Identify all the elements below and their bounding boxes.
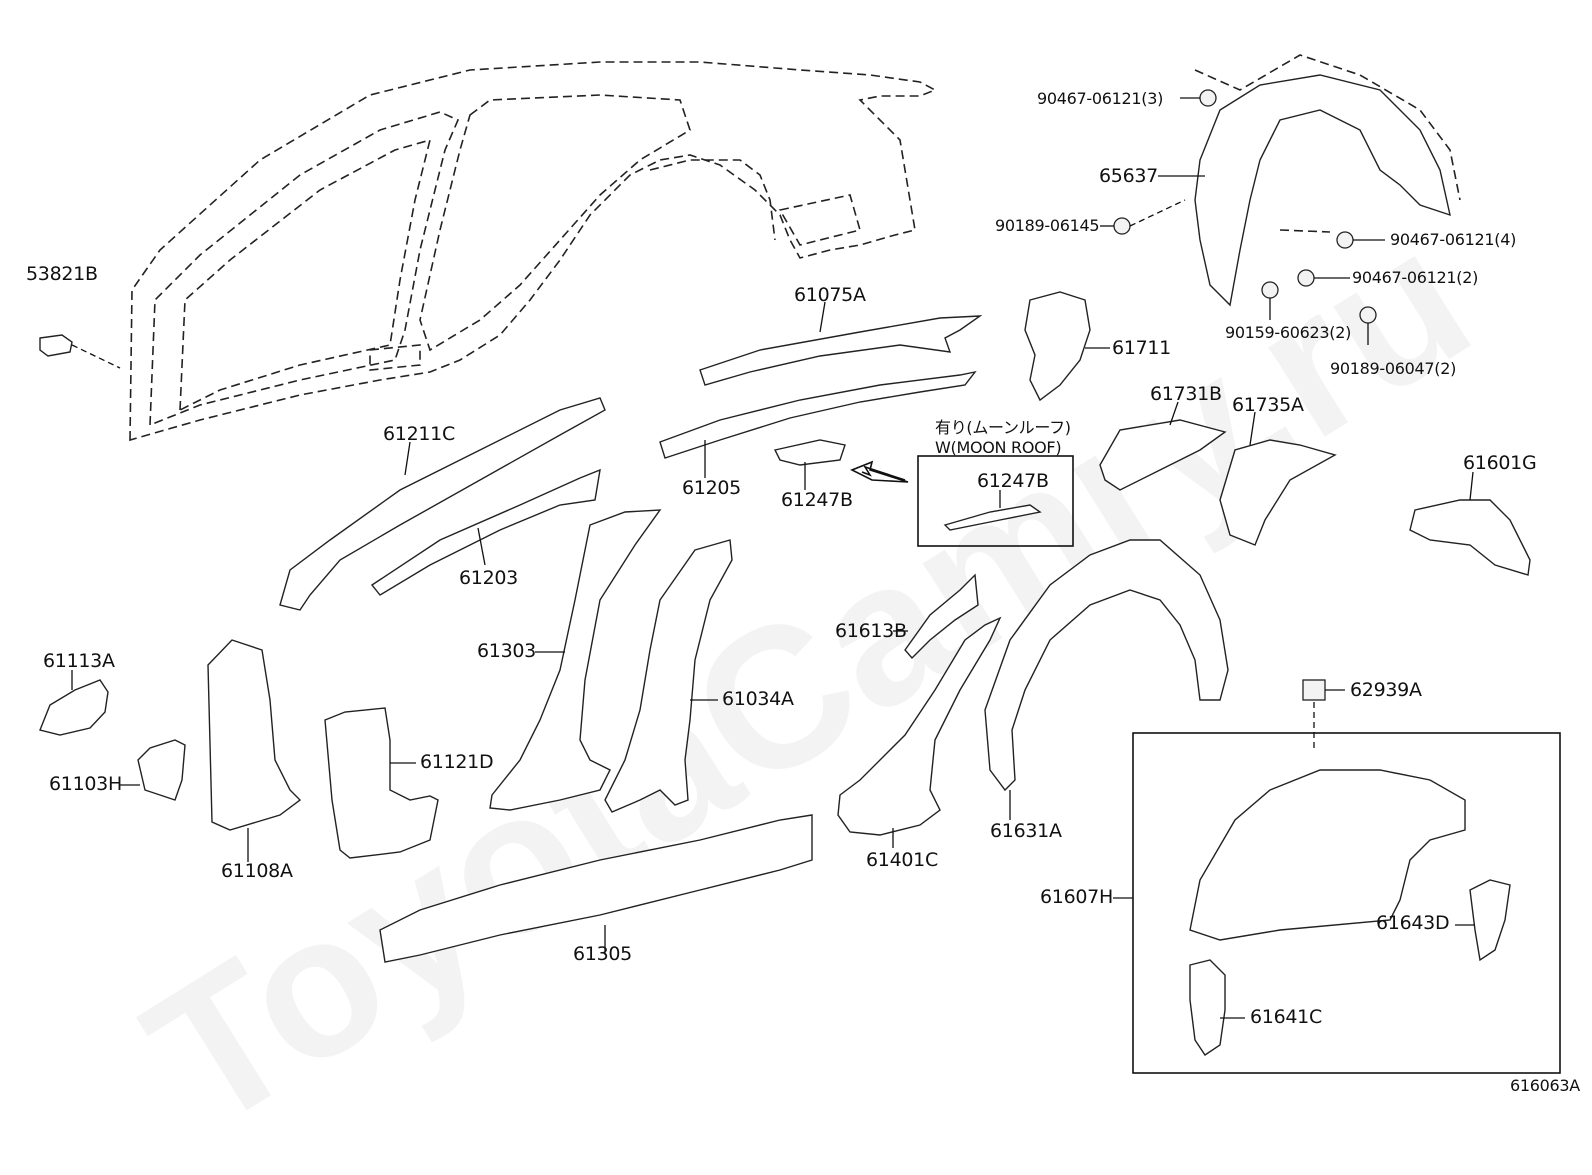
part-61211C-shape	[279, 397, 606, 611]
label-61205: 61205	[682, 477, 741, 499]
label-61108A: 61108A	[221, 860, 293, 882]
part-65637-shape	[1158, 54, 1461, 307]
label-90467-06121-3: 90467-06121(3)	[1037, 89, 1164, 108]
part-61735A-shape	[1219, 411, 1337, 546]
label-90467-06121-2: 90467-06121(2)	[1352, 268, 1479, 287]
label-61601G: 61601G	[1463, 452, 1537, 474]
label-61607H: 61607H	[1040, 886, 1113, 908]
label-61613B: 61613B	[835, 620, 907, 642]
part-61205-shape	[659, 370, 977, 478]
part-61103H-shape	[120, 739, 186, 801]
part-61711-shape	[1024, 291, 1110, 402]
label-61735A: 61735A	[1232, 394, 1304, 416]
label-62939A: 62939A	[1350, 679, 1422, 701]
label-61034A: 61034A	[722, 688, 794, 710]
part-61034A-shape	[604, 539, 733, 813]
label-61211C: 61211C	[383, 423, 455, 445]
part-61108A-shape	[207, 639, 302, 862]
fasteners	[1100, 89, 1385, 345]
label-61631A: 61631A	[990, 820, 1062, 842]
label-61247B-moon-roof: 61247B	[977, 470, 1049, 492]
part-61601G-shape	[1409, 471, 1531, 576]
label-61103H: 61103H	[49, 773, 122, 795]
label-61121D: 61121D	[420, 751, 494, 773]
label-61305: 61305	[573, 943, 632, 965]
part-61203-shape	[370, 468, 601, 596]
label-61113A: 61113A	[43, 650, 115, 672]
label-61303: 61303	[477, 640, 536, 662]
label-90159-60623-2: 90159-60623(2)	[1225, 323, 1352, 342]
part-61401C-shape	[837, 616, 1002, 848]
label-61401C: 61401C	[866, 849, 938, 871]
part-61607H-box	[1113, 732, 1561, 1074]
label-90467-06121-4: 90467-06121(4)	[1390, 230, 1517, 249]
part-61305-shape	[379, 814, 813, 963]
part-53821B-shape	[39, 334, 121, 369]
part-61113A-shape	[39, 670, 109, 736]
part-61613B-shape	[893, 573, 979, 660]
part-61075A-shape	[699, 301, 983, 386]
label-61203: 61203	[459, 567, 518, 589]
label-90189-06047-2: 90189-06047(2)	[1330, 359, 1457, 378]
label-61643D: 61643D	[1376, 912, 1450, 934]
part-61121D-shape	[324, 707, 439, 859]
label-61711: 61711	[1112, 337, 1171, 359]
parts-diagram	[39, 54, 1561, 1074]
label-61641C: 61641C	[1250, 1006, 1322, 1028]
moon-roof-box	[917, 455, 1074, 547]
moon-roof-note-en: W(MOON ROOF)	[935, 438, 1062, 457]
label-61731B: 61731B	[1150, 383, 1222, 405]
label-61247B: 61247B	[781, 489, 853, 511]
part-61631A-shape	[984, 539, 1229, 820]
diagram-code: 616063A	[1510, 1076, 1580, 1095]
moon-roof-note-jp: 有り(ムーンルーフ)	[935, 418, 1071, 437]
label-65637: 65637	[1099, 165, 1158, 187]
part-62939A-shape	[1302, 679, 1345, 748]
label-53821B: 53821B	[26, 263, 98, 285]
label-61075A: 61075A	[794, 284, 866, 306]
part-61247B-main-shape	[773, 439, 909, 490]
body-side-outer-panel	[129, 61, 937, 442]
part-61731B-shape	[1099, 401, 1227, 491]
part-61303-shape	[489, 509, 662, 811]
label-90189-06145: 90189-06145	[995, 216, 1100, 235]
